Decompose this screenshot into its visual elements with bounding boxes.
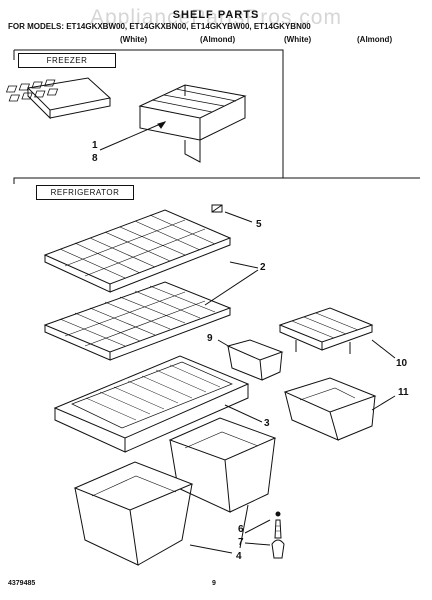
shelf-clip	[212, 205, 222, 212]
freezer-section-label: FREEZER	[18, 53, 116, 68]
leader-line-4-b	[240, 505, 248, 548]
roller-and-screw	[272, 512, 284, 558]
leader-line-10	[372, 340, 395, 358]
freezer-frame-line	[14, 50, 283, 178]
leader-line-5	[225, 212, 252, 222]
leader-line-7	[245, 543, 270, 545]
leader-line-9	[218, 340, 230, 347]
leader-line-11	[372, 396, 395, 410]
meat-pan	[285, 378, 375, 440]
leader-line-1-8	[100, 122, 165, 150]
callout-6: 6	[238, 524, 244, 535]
ice-cube-tray	[7, 78, 110, 118]
leader-line-3	[225, 405, 262, 422]
callout-4: 4	[236, 551, 242, 562]
leader-line-2-a	[230, 262, 258, 268]
page-title: SHELF PARTS	[172, 9, 260, 21]
leader-line-4-a	[190, 545, 232, 553]
callout-5: 5	[256, 219, 262, 230]
lower-wire-shelf	[45, 282, 230, 360]
callout-8: 8	[92, 153, 98, 164]
variant-label-4: (Almond)	[357, 35, 393, 44]
crisper-drawer-lower	[75, 462, 192, 565]
callout-2: 2	[260, 262, 266, 273]
footer-page-number: 9	[212, 580, 216, 587]
callout-9: 9	[207, 333, 213, 344]
freezer-wire-shelf	[140, 85, 245, 162]
leader-line-6	[245, 520, 270, 533]
crisper-tray	[55, 356, 248, 452]
crisper-cover	[280, 308, 372, 354]
variant-label-1: (White)	[120, 35, 148, 44]
small-bin	[228, 340, 282, 380]
upper-wire-shelf	[45, 210, 230, 292]
leader-line-2-b	[205, 270, 258, 305]
callout-1: 1	[92, 140, 98, 151]
callout-11: 11	[398, 387, 409, 398]
callout-7: 7	[238, 537, 244, 548]
crisper-drawer-upper	[170, 418, 275, 512]
callout-10: 10	[396, 358, 408, 369]
variant-label-2: (Almond)	[200, 35, 236, 44]
watermark-text: AppliancePartsPros.com	[90, 6, 342, 29]
models-line: FOR MODELS: ET14GKXBW00, ET14GKXBN00, ET…	[8, 22, 311, 31]
leader-arrow-1-8	[158, 122, 165, 128]
refrigerator-frame-line	[14, 178, 420, 184]
variant-label-3: (White)	[284, 35, 312, 44]
refrigerator-section-label: REFRIGERATOR	[36, 185, 134, 200]
callout-3: 3	[264, 418, 270, 429]
footer-part-number: 4379485	[8, 580, 36, 587]
